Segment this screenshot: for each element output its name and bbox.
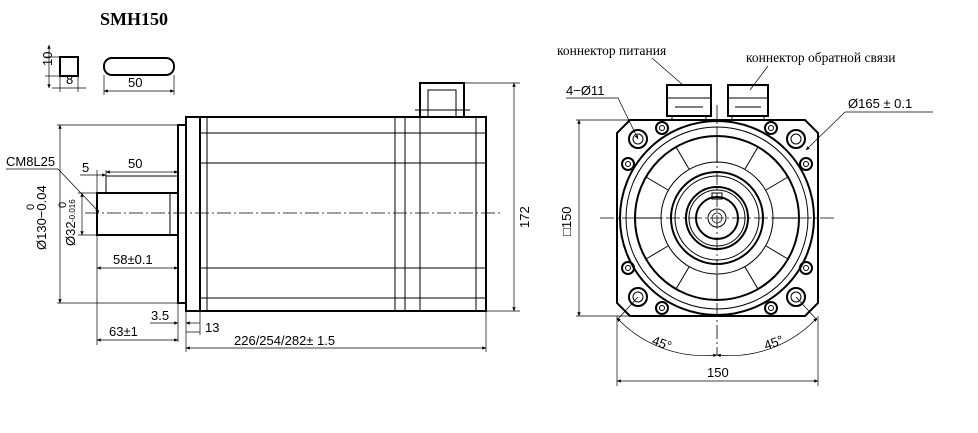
front-view: коннектор питания коннектор обратной свя…: [557, 43, 933, 386]
feedback-connector-label: коннектор обратной связи: [746, 50, 895, 65]
shaft-tol-upper: 0: [57, 202, 69, 208]
thread-label: CM8L25: [6, 154, 55, 169]
key-height-label: 10: [40, 52, 55, 66]
front-flange-square: [616, 119, 819, 317]
power-connector-label: коннектор питания: [557, 43, 666, 58]
angle-arc-left: [616, 317, 718, 358]
drawing-title: SMH150: [100, 9, 168, 29]
pilot-ring: [670, 171, 764, 265]
angle-arc-right: [716, 317, 818, 358]
square-side-label: □150: [559, 206, 574, 236]
outer-ring: [619, 120, 815, 316]
total-height-label: 172: [517, 206, 532, 228]
side-view: CM8L25 5 50 Ø130−0.04 0 Ø32 0 -0.016: [6, 82, 532, 352]
shaft-total-label: 63±1: [109, 324, 138, 339]
shaft-length-label: 58±0.1: [113, 252, 153, 267]
flange-diameter-label: Ø130−0.04: [34, 185, 49, 250]
flange-pilot: [185, 116, 201, 312]
flange-tol-upper: 0: [25, 204, 37, 210]
body-length-label: 226/254/282± 1.5: [234, 333, 335, 348]
screws: [621, 121, 813, 315]
front-shaft: [695, 196, 739, 240]
mounting-holes: [628, 129, 806, 307]
key-section: [59, 56, 79, 77]
shaft-key: [105, 175, 179, 194]
front-feedback-connector: [727, 84, 769, 121]
shaft: [96, 192, 179, 236]
angle-left-label: 45°: [650, 333, 674, 354]
key-length-label: 50: [128, 75, 142, 90]
flange-thickness-label: 3.5: [151, 308, 169, 323]
cooling-fins: [635, 136, 799, 300]
width-bottom-label: 150: [707, 365, 729, 380]
key-detail: 10 8 50: [40, 44, 175, 95]
key-width-label: 8: [66, 72, 73, 87]
side-connector: [419, 82, 465, 118]
shaft-offset-label: 5: [82, 160, 89, 175]
holes-label: 4−Ø11: [566, 83, 604, 98]
shaft-diameter-label: Ø32: [63, 221, 78, 246]
shaft-key-length-label: 50: [128, 156, 142, 171]
angle-right-label: 45°: [762, 332, 786, 353]
flange: [177, 124, 187, 304]
pcd-label: Ø165 ± 0.1: [848, 96, 912, 111]
front-power-connector: [666, 84, 712, 121]
key-top-view: [103, 57, 175, 76]
motor-body: [199, 116, 487, 312]
shaft-tol-lower: -0.016: [68, 199, 77, 222]
flange-depth-label: 13: [205, 320, 219, 335]
